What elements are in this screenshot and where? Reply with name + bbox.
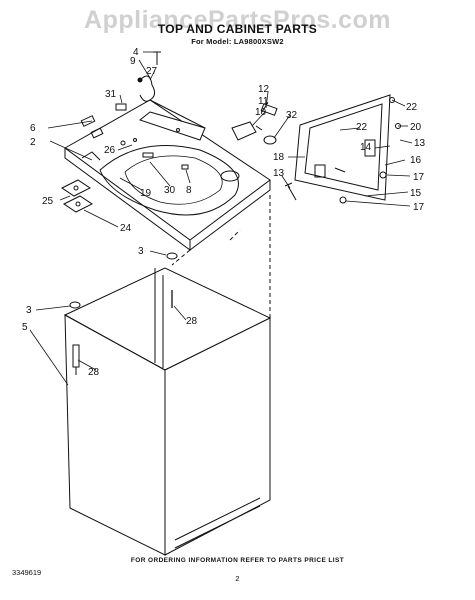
callout: 2 [30, 137, 36, 148]
callout: 25 [42, 196, 54, 207]
document-number: 3349619 [12, 568, 42, 577]
callout: 20 [410, 122, 422, 133]
callout: 32 [286, 110, 298, 121]
callout: 24 [120, 223, 132, 234]
callout: 27 [146, 66, 158, 77]
callout: 17 [413, 172, 425, 183]
callout: 22 [406, 102, 418, 113]
lid-switch-parts [231, 103, 278, 145]
callout: 28 [88, 367, 100, 378]
callout: 28 [186, 316, 198, 327]
callout: 13 [414, 138, 426, 149]
callout: 9 [130, 56, 136, 67]
callout-labels: 4 9 27 31 6 2 26 12 11 10 32 22 22 20 14… [22, 47, 426, 378]
callout: 14 [360, 142, 372, 153]
wire-harness-27 [137, 75, 156, 102]
callout: 8 [186, 185, 192, 196]
callout: 22 [356, 122, 368, 133]
callout: 17 [413, 202, 425, 213]
callout: 13 [273, 168, 285, 179]
callout: 30 [164, 185, 176, 196]
callout: 10 [255, 107, 267, 118]
callout: 18 [273, 152, 285, 163]
clip-31 [115, 103, 127, 111]
callout: 5 [22, 322, 28, 333]
ordering-note: FOR ORDERING INFORMATION REFER TO PARTS … [130, 557, 345, 564]
callout: 4 [133, 47, 139, 58]
model-number: For Model: LA9800XSW2 [191, 37, 284, 46]
washer-cabinet [63, 252, 272, 556]
callout: 12 [258, 84, 270, 95]
callout: 26 [104, 145, 116, 156]
washer-top-assembly [64, 99, 271, 251]
leveling-parts-25 [61, 179, 93, 213]
page-number: 2 [235, 574, 240, 583]
callout: 16 [410, 155, 422, 166]
callout: 11 [258, 96, 269, 107]
screw-4 [153, 51, 161, 65]
callout: 15 [410, 188, 422, 199]
callout: 31 [105, 89, 117, 100]
watermark: AppliancePartsPros.com [84, 6, 391, 34]
callout: 6 [30, 123, 36, 134]
diagram-title: TOP AND CABINET PARTS [157, 22, 318, 36]
callout: 3 [26, 305, 32, 316]
callout: 3 [138, 246, 144, 257]
callout: 19 [140, 188, 152, 199]
